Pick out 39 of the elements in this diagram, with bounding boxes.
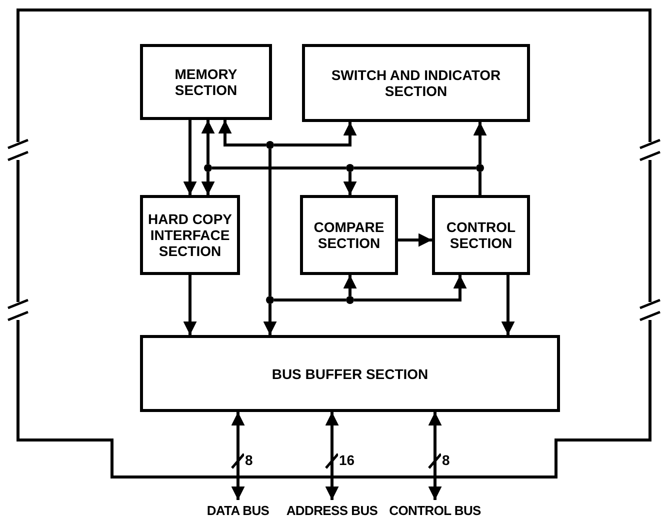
bus-label: CONTROL BUS bbox=[390, 500, 480, 522]
wire bbox=[212, 166, 346, 170]
bus-label: ADDRESS BUS bbox=[286, 500, 378, 522]
bus-label: DATA BUS bbox=[196, 500, 280, 522]
section-box bbox=[140, 195, 240, 275]
arrow bbox=[231, 412, 245, 500]
section-label: MEMORY SECTION bbox=[174, 66, 238, 98]
arrow bbox=[201, 120, 215, 164]
edge-label: 8 bbox=[244, 452, 254, 468]
arrow bbox=[473, 122, 487, 164]
section-label: HARD COPY INTERFACE SECTION bbox=[147, 211, 233, 259]
section-box bbox=[140, 335, 560, 412]
arrow bbox=[343, 172, 357, 195]
arrow bbox=[428, 412, 442, 500]
section-box bbox=[300, 195, 398, 275]
arrow bbox=[325, 412, 339, 500]
arrow bbox=[183, 120, 197, 195]
arrow bbox=[263, 304, 277, 335]
section-box bbox=[140, 44, 272, 120]
edge-label: 8 bbox=[441, 452, 451, 468]
wire bbox=[274, 298, 346, 302]
section-box bbox=[302, 44, 530, 122]
arrow bbox=[201, 172, 215, 195]
edge-label: 16 bbox=[338, 452, 356, 468]
wire bbox=[478, 172, 482, 195]
arrow bbox=[343, 275, 357, 296]
arrow bbox=[398, 233, 432, 247]
section-label: BUS BUFFER SECTION bbox=[272, 366, 428, 382]
arrow bbox=[354, 275, 467, 302]
section-label: CONTROL SECTION bbox=[445, 219, 517, 251]
section-label: COMPARE SECTION bbox=[312, 219, 386, 251]
section-box bbox=[432, 195, 530, 275]
arrow bbox=[218, 120, 266, 146]
wire bbox=[354, 166, 476, 170]
arrow bbox=[274, 122, 357, 146]
wire bbox=[268, 149, 272, 296]
arrow bbox=[501, 275, 515, 335]
arrow bbox=[183, 275, 197, 335]
section-label: SWITCH AND INDICATOR SECTION bbox=[330, 67, 502, 99]
